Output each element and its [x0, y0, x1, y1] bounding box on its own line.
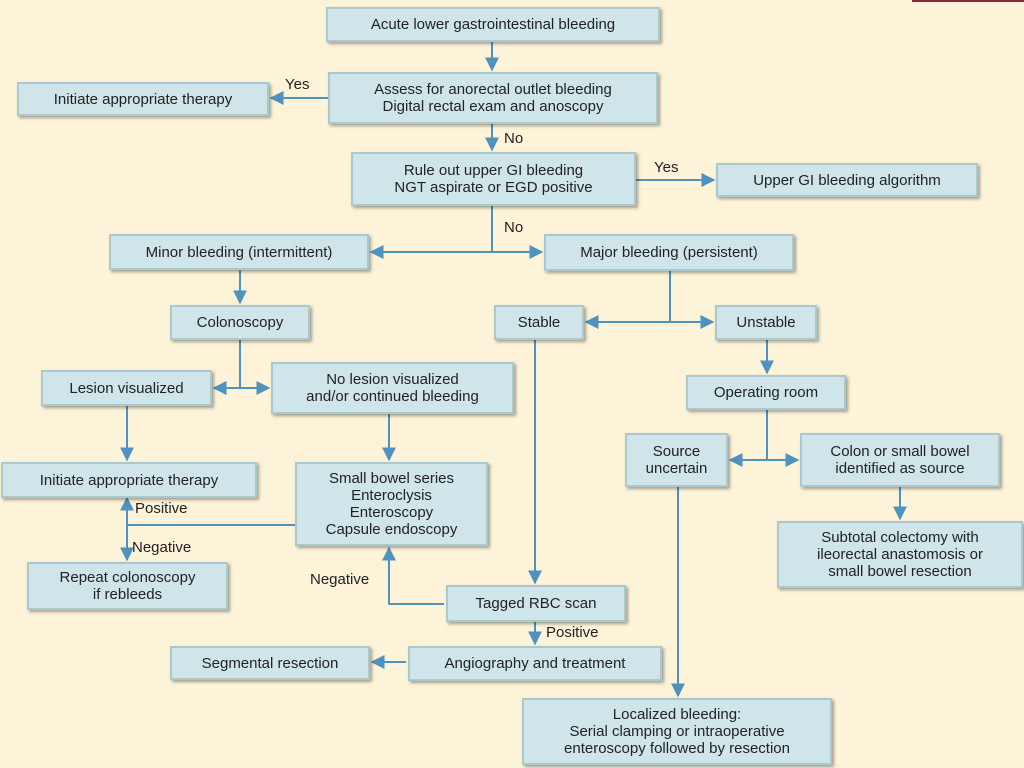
- edge-tagged-smallbowel: [382, 546, 444, 605]
- node-line: small bowel resection: [828, 563, 972, 580]
- node-segmental-resection: Segmental resection: [170, 646, 370, 680]
- node-line: Localized bleeding:: [612, 706, 742, 723]
- node-line: Stable: [517, 314, 561, 331]
- node-line: Source: [652, 443, 701, 460]
- node-line: uncertain: [645, 460, 708, 477]
- node-line: Rule out upper GI bleeding: [403, 162, 584, 179]
- label-no-assess: No: [504, 130, 524, 147]
- node-line: Initiate appropriate therapy: [53, 90, 233, 108]
- node-line: Segmental resection: [201, 654, 339, 672]
- node-acute-lgib: Acute lower gastrointestinal bleeding: [326, 7, 660, 42]
- node-line: Serial clamping or intraoperative: [569, 723, 785, 740]
- node-line: NGT aspirate or EGD positive: [394, 179, 593, 196]
- node-line: Small bowel series: [328, 470, 455, 487]
- node-line: Operating room: [713, 384, 819, 401]
- node-line: Initiate appropriate therapy: [39, 471, 219, 489]
- node-line: Minor bleeding (intermittent): [145, 243, 333, 261]
- label-positive-tagged: Positive: [546, 624, 599, 641]
- node-minor-bleeding: Minor bleeding (intermittent): [109, 234, 369, 270]
- node-colonoscopy: Colonoscopy: [170, 305, 310, 340]
- corner-accent: [912, 0, 1024, 2]
- node-line: Enteroclysis: [351, 487, 432, 504]
- node-line: Acute lower gastrointestinal bleeding: [370, 16, 616, 33]
- node-line: Digital rectal exam and anoscopy: [382, 98, 604, 115]
- node-line: Unstable: [736, 314, 796, 331]
- label-negative-left: Negative: [132, 539, 192, 556]
- node-line: No lesion visualized: [326, 371, 459, 388]
- node-line: Lesion visualized: [69, 379, 184, 397]
- node-line: Major bleeding (persistent): [580, 244, 758, 261]
- node-initiate-therapy-mid: Initiate appropriate therapy: [1, 462, 257, 498]
- node-major-bleeding: Major bleeding (persistent): [544, 234, 794, 271]
- node-unstable: Unstable: [715, 305, 817, 340]
- node-line: Repeat colonoscopy: [59, 569, 196, 586]
- label-positive-left: Positive: [135, 500, 188, 517]
- node-line: Subtotal colectomy with: [821, 529, 979, 546]
- label-no-upper: No: [504, 219, 524, 236]
- node-lesion-visualized: Lesion visualized: [41, 370, 212, 406]
- node-line: Colon or small bowel: [830, 443, 970, 460]
- node-upper-gi-algorithm: Upper GI bleeding algorithm: [716, 163, 978, 197]
- node-line: identified as source: [835, 460, 965, 477]
- node-line: Angiography and treatment: [444, 655, 626, 672]
- node-angiography-treatment: Angiography and treatment: [408, 646, 662, 681]
- node-tagged-rbc-scan: Tagged RBC scan: [446, 585, 626, 622]
- label-yes-upper: Yes: [654, 159, 679, 176]
- label-negative-tagged: Negative: [310, 571, 370, 588]
- node-operating-room: Operating room: [686, 375, 846, 410]
- node-line: Colonoscopy: [196, 314, 284, 331]
- node-line: Capsule endoscopy: [325, 521, 458, 538]
- node-line: and/or continued bleeding: [306, 388, 479, 405]
- node-line: if rebleeds: [92, 586, 163, 603]
- node-stable: Stable: [494, 305, 584, 340]
- node-line: enteroscopy followed by resection: [564, 740, 790, 757]
- node-line: ileorectal anastomosis or: [817, 546, 983, 563]
- label-yes-assess: Yes: [285, 76, 310, 93]
- node-line: Enteroscopy: [349, 504, 434, 521]
- node-initiate-therapy-top: Initiate appropriate therapy: [17, 82, 269, 116]
- node-line: Assess for anorectal outlet bleeding: [374, 81, 612, 98]
- node-line: Tagged RBC scan: [475, 595, 597, 612]
- node-line: Upper GI bleeding algorithm: [753, 171, 941, 189]
- node-localized-bleeding: Localized bleeding:Serial clamping or in…: [522, 698, 832, 765]
